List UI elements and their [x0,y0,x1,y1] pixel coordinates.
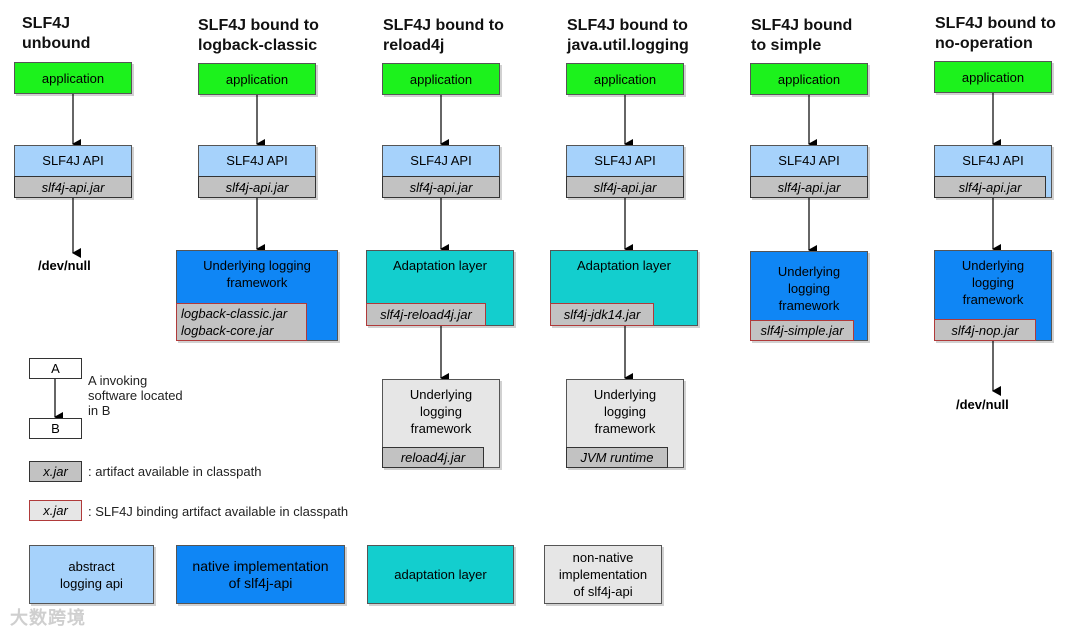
application-box-simple: application [750,63,868,95]
native-framework-nop: Underlying logging framework [934,250,1052,341]
title-logback: SLF4J bound to logback-classic [198,17,319,54]
slf4j-api-jar-reload4j: slf4j-api.jar [382,176,500,198]
legend-binding-text: : SLF4J binding artifact available in cl… [88,504,349,519]
title-simple: SLF4J bound to simple [751,17,853,54]
dev-null-nop: /dev/null [956,397,1009,412]
title-nop: SLF4J bound to no-operation [935,15,1056,52]
slf4j-api-label: SLF4J API [226,153,288,168]
application-box-reload4j: application [382,63,500,95]
adaptation-label: Adaptation layer [393,258,487,273]
framework-label: Underlying logging framework [409,387,473,436]
slf4j-api-jar-nop: slf4j-api.jar [934,176,1046,198]
slf4j-api-jar-simple: slf4j-api.jar [750,176,868,198]
jvm-runtime-jar: JVM runtime [566,447,668,468]
framework-label: Underlying logging framework [961,258,1025,307]
framework-label: Underlying logging framework [593,387,657,436]
adaptation-label: Adaptation layer [577,258,671,273]
legend-binding-sample: x.jar [29,500,82,521]
slf4j-api-label: SLF4J API [962,153,1024,168]
application-box-nop: application [934,61,1052,93]
slf4j-nop-jar: slf4j-nop.jar [934,319,1036,341]
slf4j-api-label: SLF4J API [778,153,840,168]
reload4j-jar: reload4j.jar [382,447,484,468]
legend-abstract-api: abstract logging api [29,545,154,604]
logback-jar: logback-classic.jar logback-core.jar [176,303,307,341]
slf4j-api-jar-unbound: slf4j-api.jar [14,176,132,198]
application-box-jul: application [566,63,684,95]
framework-label: Underlying logging framework [777,264,841,313]
dev-null-unbound: /dev/null [38,258,91,273]
slf4j-api-label: SLF4J API [42,153,104,168]
legend-invoking-text: A invoking software located in B [88,373,183,418]
slf4j-reload4j-jar: slf4j-reload4j.jar [366,303,486,326]
slf4j-api-jar-jul: slf4j-api.jar [566,176,684,198]
slf4j-simple-jar: slf4j-simple.jar [750,320,854,341]
framework-label: Underlying logging framework [203,258,311,290]
title-jul: SLF4J bound to java.util.logging [567,17,689,54]
legend-box-b: B [29,418,82,439]
slf4j-api-jar-logback: slf4j-api.jar [198,176,316,198]
slf4j-jdk14-jar: slf4j-jdk14.jar [550,303,654,326]
legend-artifact-text: : artifact available in classpath [88,464,262,479]
title-reload4j: SLF4J bound to reload4j [383,17,504,54]
slf4j-api-label: SLF4J API [410,153,472,168]
legend-jar-sample: x.jar [29,461,82,482]
watermark-text: 大数跨境 [10,608,86,628]
application-box-unbound: application [14,62,132,94]
legend-nonnative-impl: non-native implementation of slf4j-api [544,545,662,604]
application-box-logback: application [198,63,316,95]
slf4j-api-label: SLF4J API [594,153,656,168]
title-unbound: SLF4J unbound [22,15,91,52]
legend-adaptation: adaptation layer [367,545,514,604]
legend-native-impl: native implementation of slf4j-api [176,545,345,604]
legend-box-a: A [29,358,82,379]
